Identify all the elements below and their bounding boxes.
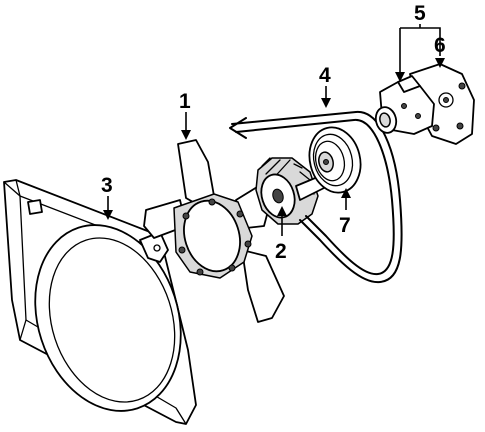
callout-5: 5 (414, 2, 426, 25)
fan-clutch (255, 157, 325, 225)
cooling-fan (143, 139, 285, 323)
callout-3: 3 (101, 174, 113, 197)
callout-7: 7 (339, 214, 351, 237)
water-pump-pulley (308, 126, 362, 194)
callout-1: 1 (179, 90, 191, 113)
water-pump (374, 63, 475, 145)
callout-2: 2 (275, 240, 287, 263)
callout-labels: 1 2 3 4 5 6 7 (101, 2, 446, 263)
callout-4: 4 (319, 64, 331, 87)
leader-lines (103, 24, 445, 236)
callout-6: 6 (434, 34, 446, 57)
